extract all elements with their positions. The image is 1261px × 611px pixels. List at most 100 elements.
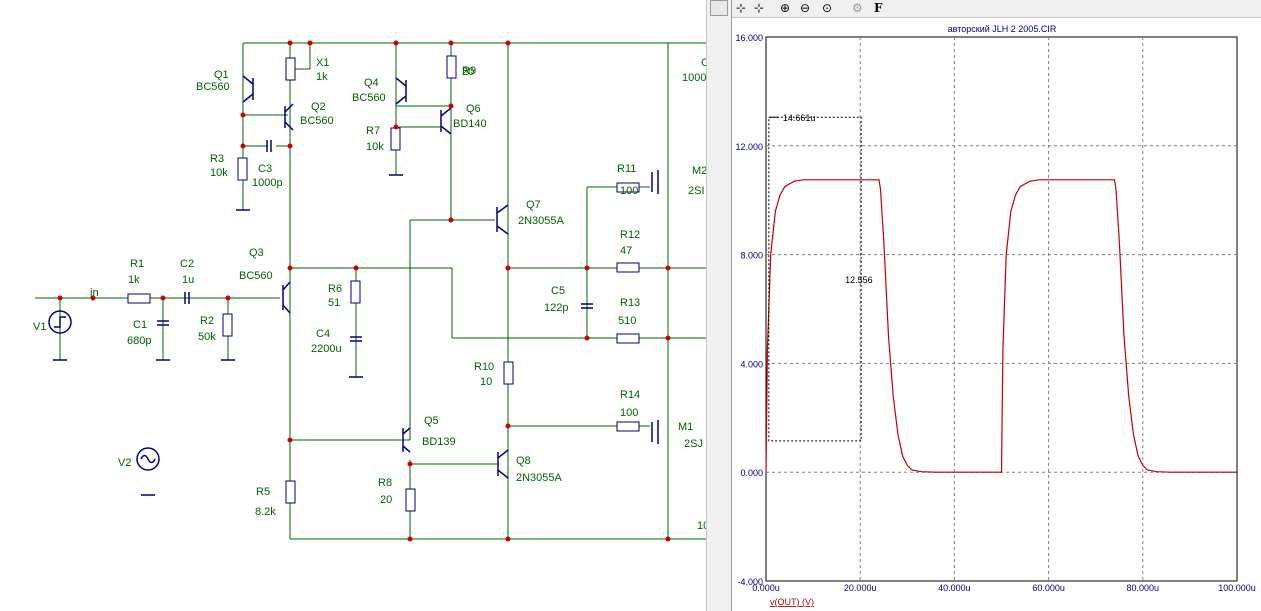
label-r11: R11 bbox=[617, 163, 636, 175]
value-q2: BC560 bbox=[300, 115, 334, 127]
value-q1: BC560 bbox=[196, 81, 230, 93]
value-r9: 20 bbox=[462, 66, 474, 78]
label-r9: R9 bbox=[462, 65, 476, 77]
value-r12: 47 bbox=[620, 245, 632, 257]
zoom-window-icon[interactable]: ⊙ bbox=[822, 1, 833, 15]
value-m1: 2SJ bbox=[684, 438, 703, 450]
value-r10: 10 bbox=[480, 376, 492, 388]
x-tick-label: 40.000u bbox=[938, 583, 971, 593]
label-r7: R7 bbox=[366, 125, 380, 137]
label-r10: R10 bbox=[474, 361, 494, 373]
clipped-label-bottom: 10 bbox=[697, 520, 706, 532]
label-r1: R1 bbox=[130, 258, 144, 270]
label-r3: R3 bbox=[210, 153, 224, 165]
label-q1: Q1 bbox=[214, 69, 229, 81]
value-r8: 20 bbox=[380, 494, 392, 506]
value-c4: 2200u bbox=[311, 343, 342, 355]
x-tick-label: 0.000u bbox=[752, 583, 780, 593]
label-r5: R5 bbox=[256, 486, 270, 498]
value-r13: 510 bbox=[618, 315, 636, 327]
node-label-in: jn bbox=[89, 287, 99, 299]
value-r1: 1k bbox=[128, 274, 140, 286]
y-tick-label: 4.000 bbox=[740, 359, 763, 369]
label-q3: Q3 bbox=[249, 247, 264, 259]
junction-dots bbox=[57, 40, 671, 542]
value-c5: 122p bbox=[544, 302, 568, 314]
value-r3: 10k bbox=[210, 167, 228, 179]
label-m2: M2 bbox=[692, 165, 706, 177]
scroll-up-button[interactable] bbox=[710, 0, 728, 16]
schematic-canvas[interactable]: Q1BC560X11kQ2BC560Q4BC560R920Q6BD140R710… bbox=[0, 0, 706, 611]
clipped-label-c-value: 1000 bbox=[682, 72, 706, 84]
label-r6: R6 bbox=[328, 283, 342, 295]
value-r6: 51 bbox=[328, 297, 340, 309]
value-c3: 1000p bbox=[252, 177, 283, 189]
value-c2: 1u bbox=[182, 274, 194, 286]
settings-icon[interactable]: ⚙ bbox=[852, 1, 863, 15]
value-q6: BD140 bbox=[453, 118, 487, 130]
capacitors bbox=[157, 140, 593, 342]
label-r2: R2 bbox=[200, 315, 214, 327]
x-tick-labels: 0.000u 20.000u 40.000u 60.000u 80.000u 100.00… bbox=[752, 583, 1256, 593]
label-r14: R14 bbox=[620, 389, 640, 401]
value-q3: BC560 bbox=[239, 270, 273, 282]
label-c2: C2 bbox=[180, 258, 194, 270]
x-tick-label: 60.000u bbox=[1032, 583, 1065, 593]
resistors bbox=[127, 55, 640, 512]
label-r8: R8 bbox=[378, 477, 392, 489]
plot-window: ⊹ ⊹ ⊕ ⊖ ⊙ ⚙ F авторский JLH 2 2005.CIR 1… bbox=[732, 0, 1261, 611]
source-label-v1: V1 bbox=[33, 321, 46, 333]
wires bbox=[35, 42, 706, 540]
label-q2: Q2 bbox=[311, 101, 326, 113]
label-c3: C3 bbox=[258, 163, 272, 175]
value-r11: 100 bbox=[620, 185, 638, 197]
plot-frame bbox=[765, 36, 1238, 582]
value-r5: 8.2k bbox=[255, 506, 276, 518]
waveform-chart[interactable]: авторский JLH 2 2005.CIR 16.000 12.000 8.0… bbox=[732, 18, 1261, 611]
value-q4: BC560 bbox=[352, 92, 386, 104]
zoom-out-icon[interactable]: ⊖ bbox=[800, 1, 811, 15]
chart-grid bbox=[765, 36, 1238, 582]
label-q5: Q5 bbox=[424, 415, 439, 427]
value-c1: 680p bbox=[127, 335, 151, 347]
y-tick-label: -4.000 bbox=[737, 577, 763, 587]
x-tick-label: 100.000u bbox=[1218, 583, 1256, 593]
annotation-dx: 14.661u bbox=[783, 113, 816, 123]
value-m2: 2SI bbox=[688, 185, 705, 197]
label-q4: Q4 bbox=[364, 77, 379, 89]
y-tick-label: 12.000 bbox=[735, 142, 763, 152]
font-icon[interactable]: F bbox=[874, 1, 883, 15]
cursor-right-icon[interactable]: ⊹ bbox=[754, 1, 765, 15]
transistors bbox=[242, 75, 659, 479]
source-label-v2: V2 bbox=[118, 457, 131, 469]
series-line-v-out bbox=[765, 179, 1237, 473]
value-q5: BD139 bbox=[422, 436, 456, 448]
ground-symbols bbox=[53, 174, 403, 496]
x-tick-label: 80.000u bbox=[1127, 583, 1160, 593]
value-r14: 100 bbox=[620, 407, 638, 419]
series-lines bbox=[765, 179, 1237, 473]
value-r7: 10k bbox=[366, 141, 384, 153]
chart-title: авторский JLH 2 2005.CIR bbox=[948, 24, 1057, 34]
label-c5: C5 bbox=[551, 285, 565, 297]
voltage-sources bbox=[48, 310, 160, 471]
pane-splitter[interactable] bbox=[706, 0, 732, 611]
value-r2: 50k bbox=[198, 331, 216, 343]
x-tick-label: 20.000u bbox=[844, 583, 877, 593]
label-r13: R13 bbox=[620, 297, 640, 309]
label-m1: M1 bbox=[678, 421, 693, 433]
label-q7: Q7 bbox=[526, 199, 541, 211]
value-q8: 2N3055A bbox=[516, 472, 563, 484]
value-x1: 1k bbox=[316, 71, 328, 83]
y-tick-label: 8.000 bbox=[740, 251, 763, 261]
clipped-label-c: C bbox=[701, 57, 706, 69]
label-x1: X1 bbox=[316, 57, 329, 69]
legend-entry-v-out[interactable]: v(OUT) (V) bbox=[770, 597, 814, 607]
label-q8: Q8 bbox=[516, 455, 531, 467]
y-tick-label: 16.000 bbox=[735, 33, 763, 43]
zoom-in-icon[interactable]: ⊕ bbox=[780, 1, 791, 15]
plot-toolbar: ⊹ ⊹ ⊕ ⊖ ⊙ ⚙ F bbox=[732, 0, 1261, 18]
cursor-left-icon[interactable]: ⊹ bbox=[736, 1, 747, 15]
